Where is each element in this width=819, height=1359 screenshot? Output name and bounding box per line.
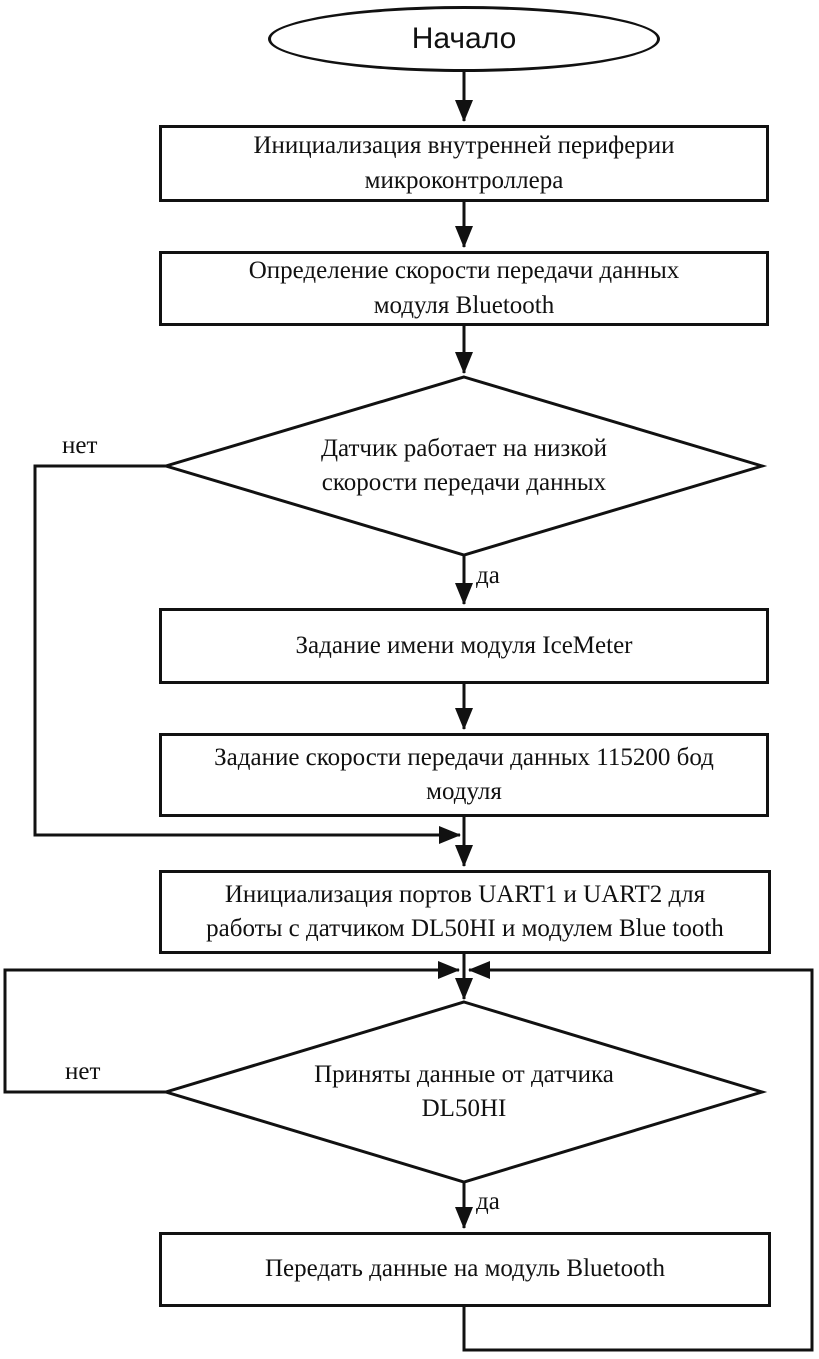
node-set-baud: Задание скорости передачи данных 115200 … [159, 733, 769, 817]
edge-decision1-no-loop [33, 464, 461, 844]
node-start: Начало [268, 6, 660, 72]
decision1-diamond [160, 375, 768, 557]
branch-label-decision2-yes: да [476, 1188, 500, 1215]
node-set-name: Задание имени модуля IceMeter [159, 608, 769, 684]
node-set-name-label: Задание имени модуля IceMeter [295, 631, 633, 659]
node-low-speed-check-label: Датчик работает на низкой скорости перед… [321, 434, 607, 497]
branch-label-decision2-no: нет [65, 1058, 101, 1085]
node-send-bluetooth-label: Передать данные на модуль Bluetooth [264, 1255, 666, 1283]
node-start-label: Начало [411, 22, 517, 55]
node-init-uart-label: Инициализация портов UART1 и UART2 для р… [206, 880, 724, 943]
node-send-bluetooth: Передать данные на модуль Bluetooth [159, 1232, 771, 1307]
node-data-received-check: Приняты данные от датчика DL50HI [244, 1050, 684, 1134]
node-init-uart: Инициализация портов UART1 и UART2 для р… [159, 870, 771, 954]
node-init-periphery: Инициализация внутренней периферии микро… [159, 125, 769, 202]
edge-decision2-no-loop [3, 961, 460, 1094]
node-detect-baud-label: Определение скорости передачи данных мод… [248, 257, 680, 319]
branch-label-decision1-no: нет [62, 432, 98, 459]
decision2-diamond [160, 1000, 768, 1184]
node-low-speed-check: Датчик работает на низкой скорости перед… [244, 424, 684, 508]
branch-label-decision1-yes: да [476, 562, 500, 589]
node-data-received-check-label: Приняты данные от датчика DL50HI [314, 1060, 614, 1123]
node-set-baud-label: Задание скорости передачи данных 115200 … [214, 743, 714, 806]
node-init-periphery-label: Инициализация внутренней периферии микро… [253, 132, 675, 194]
node-detect-baud: Определение скорости передачи данных мод… [159, 251, 769, 326]
edge-bluetooth-return-loop [462, 961, 814, 1352]
